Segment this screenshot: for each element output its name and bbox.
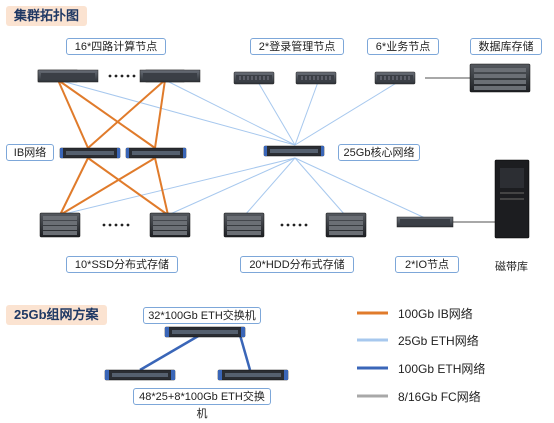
- hdd-ellipsis: [280, 223, 308, 227]
- legend-label-ib: 100Gb IB网络: [398, 307, 473, 321]
- compute-ellipsis: [108, 74, 136, 78]
- ib-links: [57, 79, 169, 216]
- ssd-storage-label: 10*SSD分布式存储: [66, 256, 178, 273]
- scheme-links: [139, 333, 252, 372]
- compute-servers: [37, 69, 201, 83]
- login-servers: [233, 71, 337, 85]
- legend-label-eth100: 100Gb ETH网络: [398, 362, 486, 376]
- tape-library-device: [494, 159, 530, 239]
- login-nodes-label: 2*登录管理节点: [250, 38, 344, 55]
- scheme-top-switch-label: 32*100Gb ETH交换机: [143, 307, 261, 324]
- scheme-top-switch: [164, 326, 246, 338]
- legend-label-eth25: 25Gb ETH网络: [398, 334, 479, 348]
- compute-nodes-label: 16*四路计算节点: [66, 38, 166, 55]
- hdd-storage-label: 20*HDD分布式存储: [240, 256, 354, 273]
- network-scheme-title: 25Gb组网方案: [6, 305, 107, 325]
- ssd-ellipsis: [102, 223, 130, 227]
- scheme-bottom-switch-label: 48*25+8*100Gb ETH交换机: [133, 388, 271, 420]
- core-network-label: 25Gb核心网络: [338, 144, 420, 161]
- ib-switches: [59, 147, 187, 159]
- legend-label-fc: 8/16Gb FC网络: [398, 390, 481, 404]
- business-nodes-label: 6*业务节点: [367, 38, 439, 55]
- db-storage-label: 数据库存储: [470, 38, 542, 55]
- ib-network-label: IB网络: [6, 144, 54, 161]
- tape-library-label: 磁带库: [495, 261, 528, 273]
- core-switch: [263, 145, 325, 157]
- cluster-topology-title: 集群拓扑图: [6, 6, 88, 26]
- topology-canvas: [37, 63, 531, 398]
- eth25-links: [57, 79, 426, 219]
- io-nodes-label: 2*IO节点: [395, 256, 459, 273]
- business-servers: [374, 71, 416, 85]
- scheme-bottom-switches: [104, 369, 289, 381]
- io-servers: [396, 216, 454, 228]
- db-storage-device: [469, 63, 531, 93]
- fc-links: [425, 77, 495, 223]
